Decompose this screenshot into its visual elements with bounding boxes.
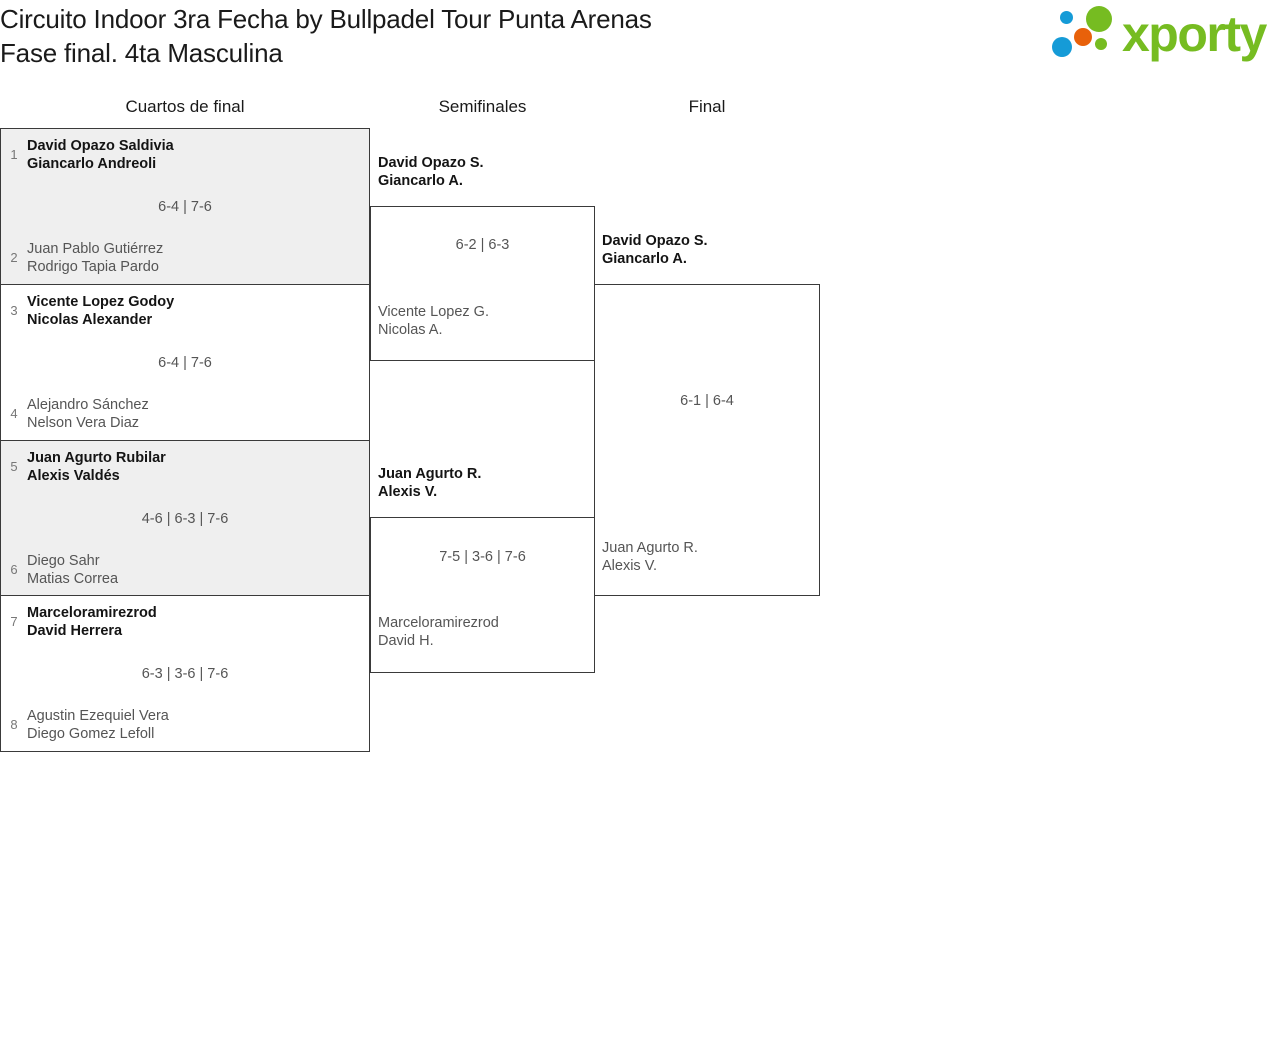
- match-score: 6-3 | 3-6 | 7-6: [141, 666, 229, 682]
- player-name-1: Juan Agurto Rubilar: [27, 450, 166, 466]
- player-name-2: Giancarlo A.: [602, 251, 687, 267]
- logo-dot-green-large: [1086, 6, 1112, 32]
- logo-dot-blue-small: [1060, 11, 1073, 24]
- seed-number: 8: [10, 717, 18, 732]
- team-slot-top[interactable]: Juan Agurto R. Alexis V.: [378, 465, 596, 501]
- xporty-logo[interactable]: xporty: [1048, 4, 1276, 66]
- player-name-2: Matias Correa: [27, 571, 119, 587]
- player-name-1: Alejandro Sánchez: [27, 397, 149, 413]
- match-score: 6-2 | 6-3: [455, 237, 510, 253]
- logo-dots-icon: [1048, 4, 1126, 62]
- match-score: 6-4 | 7-6: [158, 199, 212, 215]
- player-name-1: Juan Agurto R.: [602, 540, 698, 556]
- seed-number: 6: [10, 562, 18, 577]
- player-name-2: Alexis V.: [378, 484, 438, 500]
- team-slot-bottom[interactable]: 4 Alejandro Sánchez Nelson Vera Diaz: [1, 396, 369, 432]
- seed-number: 5: [10, 459, 18, 474]
- team-names: Diego Sahr Matias Correa: [27, 552, 369, 588]
- player-name-2: David Herrera: [27, 623, 123, 639]
- match-box-quarterfinal-1[interactable]: 1 David Opazo Saldivia Giancarlo Andreol…: [0, 128, 370, 285]
- team-slot-top[interactable]: 7 Marceloramirezrod David Herrera: [1, 604, 369, 640]
- logo-wordmark: xporty: [1122, 6, 1267, 62]
- team-slot-top[interactable]: 3 Vicente Lopez Godoy Nicolas Alexander: [1, 293, 369, 329]
- player-name-1: Marceloramirezrod: [27, 605, 157, 621]
- team-slot-bottom[interactable]: Marceloramirezrod David H.: [378, 614, 596, 650]
- seed-number: 7: [10, 614, 18, 629]
- match-score: 4-6 | 6-3 | 7-6: [141, 511, 229, 527]
- team-names: David Opazo Saldivia Giancarlo Andreoli: [27, 137, 369, 173]
- player-name-2: David H.: [378, 633, 434, 649]
- team-names: Juan Agurto R. Alexis V.: [378, 465, 596, 501]
- player-name-2: Nicolas A.: [378, 322, 443, 338]
- match-box-quarterfinal-2[interactable]: 3 Vicente Lopez Godoy Nicolas Alexander …: [0, 284, 370, 441]
- match-box-quarterfinal-4[interactable]: 7 Marceloramirezrod David Herrera 6-3 | …: [0, 595, 370, 752]
- player-name-1: David Opazo Saldivia: [27, 138, 174, 154]
- team-names: Alejandro Sánchez Nelson Vera Diaz: [27, 396, 369, 432]
- title-line-2: Fase final. 4ta Masculina: [0, 38, 283, 68]
- team-names: Marceloramirezrod David H.: [378, 614, 596, 650]
- match-box-semifinal-2[interactable]: Juan Agurto R. Alexis V. 7-5 | 3-6 | 7-6…: [370, 466, 596, 673]
- team-slot-bottom[interactable]: Vicente Lopez G. Nicolas A.: [378, 303, 596, 339]
- match-box-semifinal-1[interactable]: David Opazo S. Giancarlo A. 6-2 | 6-3 Vi…: [370, 155, 596, 361]
- logo-dot-orange: [1074, 28, 1092, 46]
- player-name-1: Vicente Lopez G.: [378, 304, 489, 320]
- team-slot-top[interactable]: David Opazo S. Giancarlo A.: [378, 154, 596, 190]
- team-names: Juan Pablo Gutiérrez Rodrigo Tapia Pardo: [27, 240, 369, 276]
- player-name-2: Alexis V.: [602, 558, 658, 574]
- team-slot-bottom[interactable]: Juan Agurto R. Alexis V.: [602, 539, 821, 575]
- team-names: Marceloramirezrod David Herrera: [27, 604, 369, 640]
- seed-number: 1: [10, 147, 18, 162]
- team-slot-bottom[interactable]: 6 Diego Sahr Matias Correa: [1, 552, 369, 588]
- player-name-1: David Opazo S.: [602, 233, 708, 249]
- seed-number: 2: [10, 250, 18, 265]
- match-score: 6-1 | 6-4: [680, 393, 734, 409]
- team-slot-top[interactable]: 1 David Opazo Saldivia Giancarlo Andreol…: [1, 137, 369, 173]
- page-header: Circuito Indoor 3ra Fecha by Bullpadel T…: [0, 0, 1280, 92]
- team-slot-bottom[interactable]: 2 Juan Pablo Gutiérrez Rodrigo Tapia Par…: [1, 240, 369, 276]
- title-line-1: Circuito Indoor 3ra Fecha by Bullpadel T…: [0, 4, 652, 34]
- round-header-semifinals: Semifinales: [438, 97, 527, 116]
- round-header-final: Final: [688, 97, 726, 116]
- player-name-2: Rodrigo Tapia Pardo: [27, 259, 159, 275]
- logo-dot-green-small: [1095, 38, 1107, 50]
- player-name-1: Vicente Lopez Godoy: [27, 294, 175, 310]
- team-slot-top[interactable]: 5 Juan Agurto Rubilar Alexis Valdés: [1, 449, 369, 485]
- team-names: Vicente Lopez G. Nicolas A.: [378, 303, 596, 339]
- team-slot-bottom[interactable]: 8 Agustin Ezequiel Vera Diego Gomez Lefo…: [1, 707, 369, 743]
- team-names: Agustin Ezequiel Vera Diego Gomez Lefoll: [27, 707, 369, 743]
- player-name-1: Juan Agurto R.: [378, 466, 482, 482]
- match-box-final[interactable]: David Opazo S. Giancarlo A. 6-1 | 6-4 Ju…: [594, 233, 821, 596]
- team-names: David Opazo S. Giancarlo A.: [602, 232, 821, 268]
- player-name-1: Diego Sahr: [27, 553, 100, 569]
- team-names: Vicente Lopez Godoy Nicolas Alexander: [27, 293, 369, 329]
- player-name-2: Giancarlo Andreoli: [27, 156, 157, 172]
- player-name-2: Nicolas Alexander: [27, 312, 153, 328]
- player-name-1: Marceloramirezrod: [378, 615, 499, 631]
- player-name-2: Nelson Vera Diaz: [27, 415, 140, 431]
- match-score: 7-5 | 3-6 | 7-6: [439, 549, 526, 565]
- team-names: Juan Agurto Rubilar Alexis Valdés: [27, 449, 369, 485]
- team-names: David Opazo S. Giancarlo A.: [378, 154, 596, 190]
- player-name-1: Agustin Ezequiel Vera: [27, 708, 169, 724]
- match-box-quarterfinal-3[interactable]: 5 Juan Agurto Rubilar Alexis Valdés 4-6 …: [0, 440, 370, 597]
- team-slot-top[interactable]: David Opazo S. Giancarlo A.: [602, 232, 821, 268]
- logo-dot-blue-large: [1052, 37, 1072, 57]
- round-header-quarterfinals: Cuartos de final: [125, 97, 245, 116]
- seed-number: 4: [10, 406, 18, 421]
- player-name-2: Giancarlo A.: [378, 173, 463, 189]
- player-name-1: David Opazo S.: [378, 155, 484, 171]
- player-name-2: Alexis Valdés: [27, 468, 120, 484]
- seed-number: 3: [10, 303, 18, 318]
- team-names: Juan Agurto R. Alexis V.: [602, 539, 821, 575]
- match-score: 6-4 | 7-6: [158, 355, 212, 371]
- player-name-1: Juan Pablo Gutiérrez: [27, 241, 164, 257]
- page-title: Circuito Indoor 3ra Fecha by Bullpadel T…: [0, 2, 900, 70]
- player-name-2: Diego Gomez Lefoll: [27, 726, 155, 742]
